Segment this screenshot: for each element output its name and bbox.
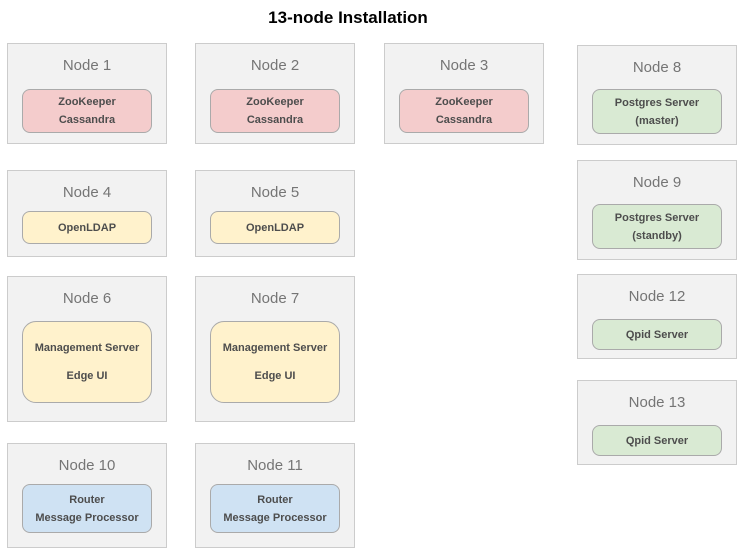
node-9-postgres-standby-box: Postgres Server (standby) <box>592 204 722 249</box>
node-11-router-mp-box: Router Message Processor <box>210 484 340 533</box>
node-12-qpid-box: Qpid Server <box>592 319 722 350</box>
node-10-router-mp-box: Router Message Processor <box>22 484 152 533</box>
node-6-management-edgeui-box: Management Server Edge UI <box>22 321 152 403</box>
service-label: Management Server <box>34 342 140 354</box>
service-label: Router <box>69 493 105 506</box>
service-label: Cassandra <box>435 114 493 126</box>
node-2: Node 2 ZooKeeper Cassandra <box>195 43 355 144</box>
service-label: Management Server <box>222 342 328 354</box>
service-label: Message Processor <box>223 511 327 524</box>
node-8-title: Node 8 <box>632 59 682 76</box>
service-label: OpenLDAP <box>245 221 305 234</box>
node-9: Node 9 Postgres Server (standby) <box>577 160 737 260</box>
node-8: Node 8 Postgres Server (master) <box>577 45 737 145</box>
node-3: Node 3 ZooKeeper Cassandra <box>384 43 544 144</box>
service-label: Message Processor <box>35 511 139 524</box>
node-9-title: Node 9 <box>632 174 682 191</box>
node-4-title: Node 4 <box>62 184 112 201</box>
node-11-title: Node 11 <box>247 457 303 474</box>
node-5-openldap-box: OpenLDAP <box>210 211 340 244</box>
service-label: Qpid Server <box>625 434 689 447</box>
node-10-title: Node 10 <box>58 457 116 474</box>
node-11: Node 11 Router Message Processor <box>195 443 355 548</box>
service-label: Qpid Server <box>625 328 689 341</box>
service-label: Postgres Server <box>614 96 700 109</box>
service-label: Edge UI <box>254 370 296 382</box>
node-7-management-edgeui-box: Management Server Edge UI <box>210 321 340 403</box>
service-label: OpenLDAP <box>57 221 117 234</box>
node-2-zookeeper-cassandra-box: ZooKeeper Cassandra <box>210 89 340 133</box>
node-13-title: Node 13 <box>628 394 686 411</box>
node-2-title: Node 2 <box>250 57 300 74</box>
node-13-qpid-box: Qpid Server <box>592 425 722 456</box>
node-5-title: Node 5 <box>250 184 300 201</box>
node-7: Node 7 Management Server Edge UI <box>195 276 355 422</box>
node-1: Node 1 ZooKeeper Cassandra <box>7 43 167 144</box>
node-13: Node 13 Qpid Server <box>577 380 737 465</box>
diagram-title: 13-node Installation <box>268 8 428 27</box>
service-label: Edge UI <box>66 370 108 382</box>
node-5: Node 5 OpenLDAP <box>195 170 355 257</box>
node-4: Node 4 OpenLDAP <box>7 170 167 257</box>
node-3-title: Node 3 <box>439 57 489 74</box>
service-label: Router <box>257 493 293 506</box>
node-7-title: Node 7 <box>250 290 300 307</box>
node-1-title: Node 1 <box>62 57 112 74</box>
node-8-postgres-master-box: Postgres Server (master) <box>592 89 722 134</box>
service-label: ZooKeeper <box>58 96 116 108</box>
node-3-zookeeper-cassandra-box: ZooKeeper Cassandra <box>399 89 529 133</box>
node-6: Node 6 Management Server Edge UI <box>7 276 167 422</box>
service-label: Cassandra <box>246 114 304 126</box>
node-12: Node 12 Qpid Server <box>577 274 737 359</box>
node-12-title: Node 12 <box>628 288 686 305</box>
node-10: Node 10 Router Message Processor <box>7 443 167 548</box>
service-label: Cassandra <box>58 114 116 126</box>
service-label: (standby) <box>632 229 682 242</box>
node-4-openldap-box: OpenLDAP <box>22 211 152 244</box>
node-1-zookeeper-cassandra-box: ZooKeeper Cassandra <box>22 89 152 133</box>
service-label: Postgres Server <box>614 211 700 224</box>
node-6-title: Node 6 <box>62 290 112 307</box>
service-label: ZooKeeper <box>435 96 493 108</box>
service-label: (master) <box>635 114 679 127</box>
service-label: ZooKeeper <box>246 96 304 108</box>
